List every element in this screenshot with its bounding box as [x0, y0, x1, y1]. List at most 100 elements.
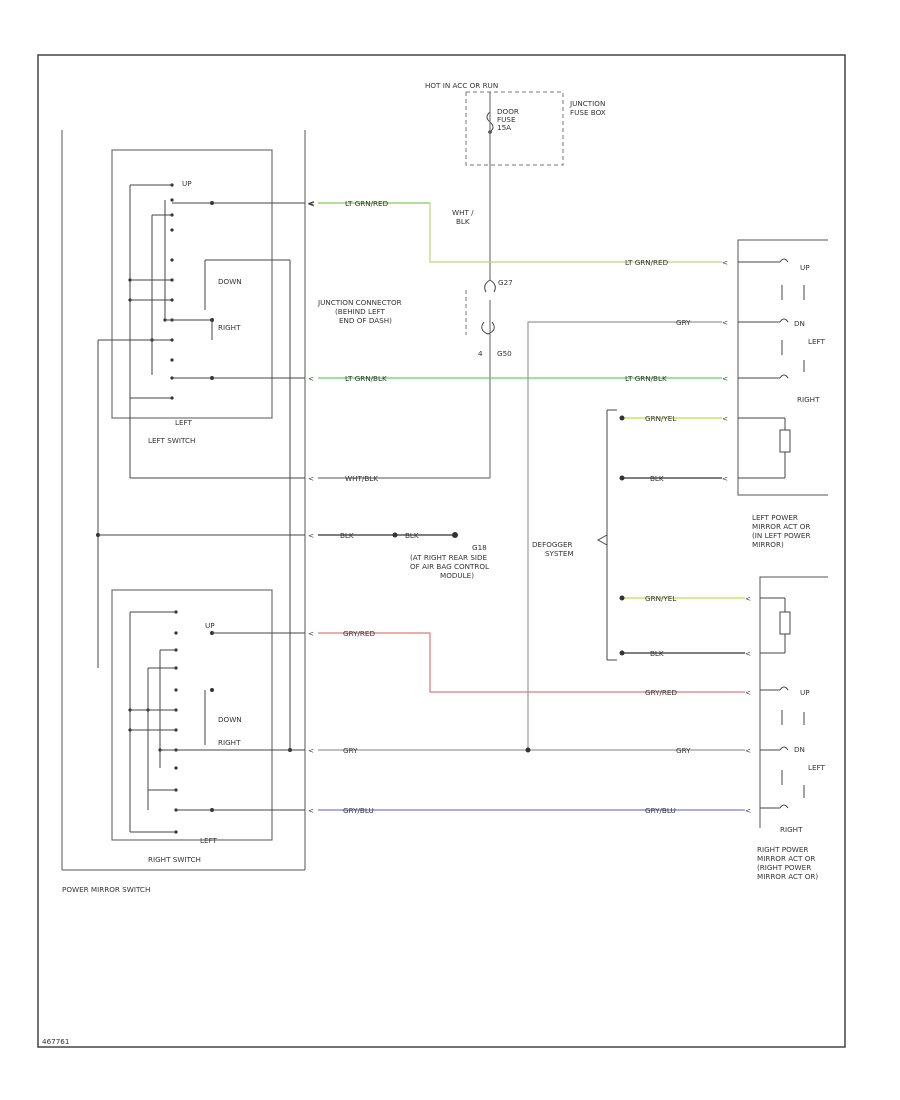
svg-text:<: <: [722, 414, 728, 423]
wire-label-blk-ground-2: BLK: [405, 531, 419, 540]
wire-label-gry-red-left: GRY/RED: [343, 629, 375, 638]
right-mirror-dn: DN: [794, 745, 805, 754]
svg-text:<: <: [745, 594, 751, 603]
svg-text:<: <: [745, 806, 751, 815]
left-mirror-label-4: MIRROR): [752, 540, 784, 549]
right-mirror-up: UP: [800, 688, 810, 697]
ground-g18-label-4: MODULE): [440, 571, 474, 580]
wire-label-blk-ground-1: BLK: [340, 531, 354, 540]
junction-fuse-box-label-2: FUSE BOX: [570, 108, 606, 117]
wire-label-grn-yel-right: GRN/YEL: [645, 594, 676, 603]
svg-text:<: <: [308, 199, 314, 208]
wire-label-gry-blu-left: GRY/BLU: [343, 806, 374, 815]
defogger-label-1: DEFOGGER: [532, 540, 573, 549]
svg-text:<: <: [308, 806, 314, 815]
left-mirror-left: LEFT: [808, 337, 826, 346]
power-mirror-switch: POWER MIRROR SWITCH: [61, 130, 306, 894]
wire-label-gry-bottom-right: GRY: [676, 746, 691, 755]
junction-connector-pin-bottom-num: 4: [478, 349, 483, 358]
left-switch-left: LEFT: [175, 418, 193, 427]
svg-text:<: <: [308, 374, 314, 383]
svg-text:<: <: [745, 649, 751, 658]
wire-label-wht-blk: WHT/BLK: [345, 474, 378, 483]
wire-gry-left-mirror: GRY <: [527, 318, 728, 750]
power-mirror-switch-label: POWER MIRROR SWITCH: [62, 885, 150, 894]
wire-label-lt-grn-blk-right: LT GRN/BLK: [625, 374, 667, 383]
junction-connector-pin-bottom: G50: [497, 349, 512, 358]
wire-label-lt-grn-blk-left: LT GRN/BLK: [345, 374, 387, 383]
left-switch-contacts: [128, 183, 214, 400]
wire-lt-grn-red: < LT GRN/RED LT GRN/RED <: [172, 199, 728, 267]
svg-text:<: <: [722, 318, 728, 327]
svg-text:<: <: [745, 688, 751, 697]
wire-label-gry-bottom-left: GRY: [343, 746, 358, 755]
left-mirror-label-3: (IN LEFT POWER: [752, 531, 810, 540]
right-switch-right: RIGHT: [218, 738, 241, 747]
left-mirror-heater: [779, 429, 791, 453]
door-fuse-label-3: 15A: [497, 123, 511, 132]
right-switch-title: RIGHT SWITCH: [148, 855, 201, 864]
wire-label-lt-grn-red-right: LT GRN/RED: [625, 258, 669, 267]
right-switch-up: UP: [205, 621, 215, 630]
right-mirror-label-3: (RIGHT POWER: [757, 863, 811, 872]
wire-grn-yel-left: GRN/YEL <: [619, 414, 728, 423]
wire-label-wht-blk-top-2: BLK: [456, 217, 470, 226]
left-switch-up: UP: [182, 179, 192, 188]
right-mirror-right: RIGHT: [780, 825, 803, 834]
left-mirror-dn: DN: [794, 319, 805, 328]
wire-lt-grn-blk: < LT GRN/BLK LT GRN/BLK <: [172, 374, 728, 383]
wire-gry-right-mirror: < GRY GRY <: [290, 746, 751, 755]
left-power-mirror: UP DN LEFT RIGHT LEFT POWER MIRROR ACT O…: [737, 239, 828, 549]
junction-fuse-box: HOT IN ACC OR RUN DOOR FUSE 15A JUNCTION…: [425, 81, 606, 166]
svg-text:<: <: [722, 474, 728, 483]
right-mirror-heater: [779, 611, 791, 635]
svg-text:<: <: [308, 474, 314, 483]
defogger-label-2: SYSTEM: [545, 549, 574, 558]
wire-label-gry-blu-right: GRY/BLU: [645, 806, 676, 815]
right-mirror-label-1: RIGHT POWER: [757, 845, 808, 854]
right-switch: RIGHT SWITCH UP DOWN RIGHT LEFT: [111, 589, 292, 864]
right-mirror-label-4: MIRROR ACT OR): [757, 872, 818, 881]
junction-connector-label-2: (BEHIND LEFT: [335, 307, 386, 316]
wire-label-blk-right: BLK: [650, 649, 664, 658]
right-mirror-label-2: MIRROR ACT OR: [757, 854, 815, 863]
junction-connector-pin-top: G27: [498, 278, 513, 287]
footer-code: 467761: [42, 1037, 69, 1046]
wire-label-grn-yel-left: GRN/YEL: [645, 414, 676, 423]
svg-text:<: <: [722, 374, 728, 383]
ground-g18-label-2: (AT RIGHT REAR SIDE: [410, 553, 488, 562]
right-switch-down: DOWN: [218, 715, 242, 724]
door-fuse-label-1: DOOR: [497, 107, 519, 116]
wire-label-lt-grn-red-left: LT GRN/RED: [345, 199, 389, 208]
left-switch: LEFT SWITCH UP DOWN RIGHT LEFT: [111, 149, 291, 750]
door-fuse-label-2: FUSE: [497, 115, 516, 124]
left-mirror-right: RIGHT: [797, 395, 820, 404]
junction-connector: G27 JUNCTION CONNECTOR (BEHIND LEFT END …: [317, 278, 513, 358]
svg-text:<: <: [722, 258, 728, 267]
left-mirror-label-2: MIRROR ACT OR: [752, 522, 810, 531]
junction-connector-label-3: END OF DASH): [339, 316, 392, 325]
ground-g18-label-1: G18: [472, 543, 487, 552]
left-mirror-up: UP: [800, 263, 810, 272]
right-switch-left: LEFT: [200, 836, 218, 845]
svg-text:<: <: [308, 531, 314, 540]
svg-text:<: <: [308, 629, 314, 638]
left-switch-right: RIGHT: [218, 323, 241, 332]
ground-g18-label-3: OF AIR BAG CONTROL: [410, 562, 489, 571]
wire-blk-left: BLK <: [619, 474, 728, 483]
right-mirror-left: LEFT: [808, 763, 826, 772]
svg-text:<: <: [308, 746, 314, 755]
wire-grn-yel-right: GRN/YEL <: [619, 594, 751, 603]
diagram-frame: [37, 54, 846, 1048]
wire-blk-right: BLK <: [619, 649, 751, 658]
wire-gry-red: < GRY/RED GRY/RED <: [212, 629, 751, 697]
wire-label-blk-left: BLK: [650, 474, 664, 483]
wire-label-gry-top: GRY: [676, 318, 691, 327]
wire-blk-ground: < BLK BLK G18 (AT RIGHT REAR SIDE OF AIR…: [98, 531, 489, 580]
wire-wht-blk: < WHT/BLK: [130, 474, 490, 483]
left-mirror-label-1: LEFT POWER: [752, 513, 798, 522]
junction-connector-label-1: JUNCTION CONNECTOR: [317, 298, 402, 307]
wire-gry-blu: < GRY/BLU GRY/BLU <: [176, 806, 751, 815]
hot-in-acc-label: HOT IN ACC OR RUN: [425, 81, 498, 90]
